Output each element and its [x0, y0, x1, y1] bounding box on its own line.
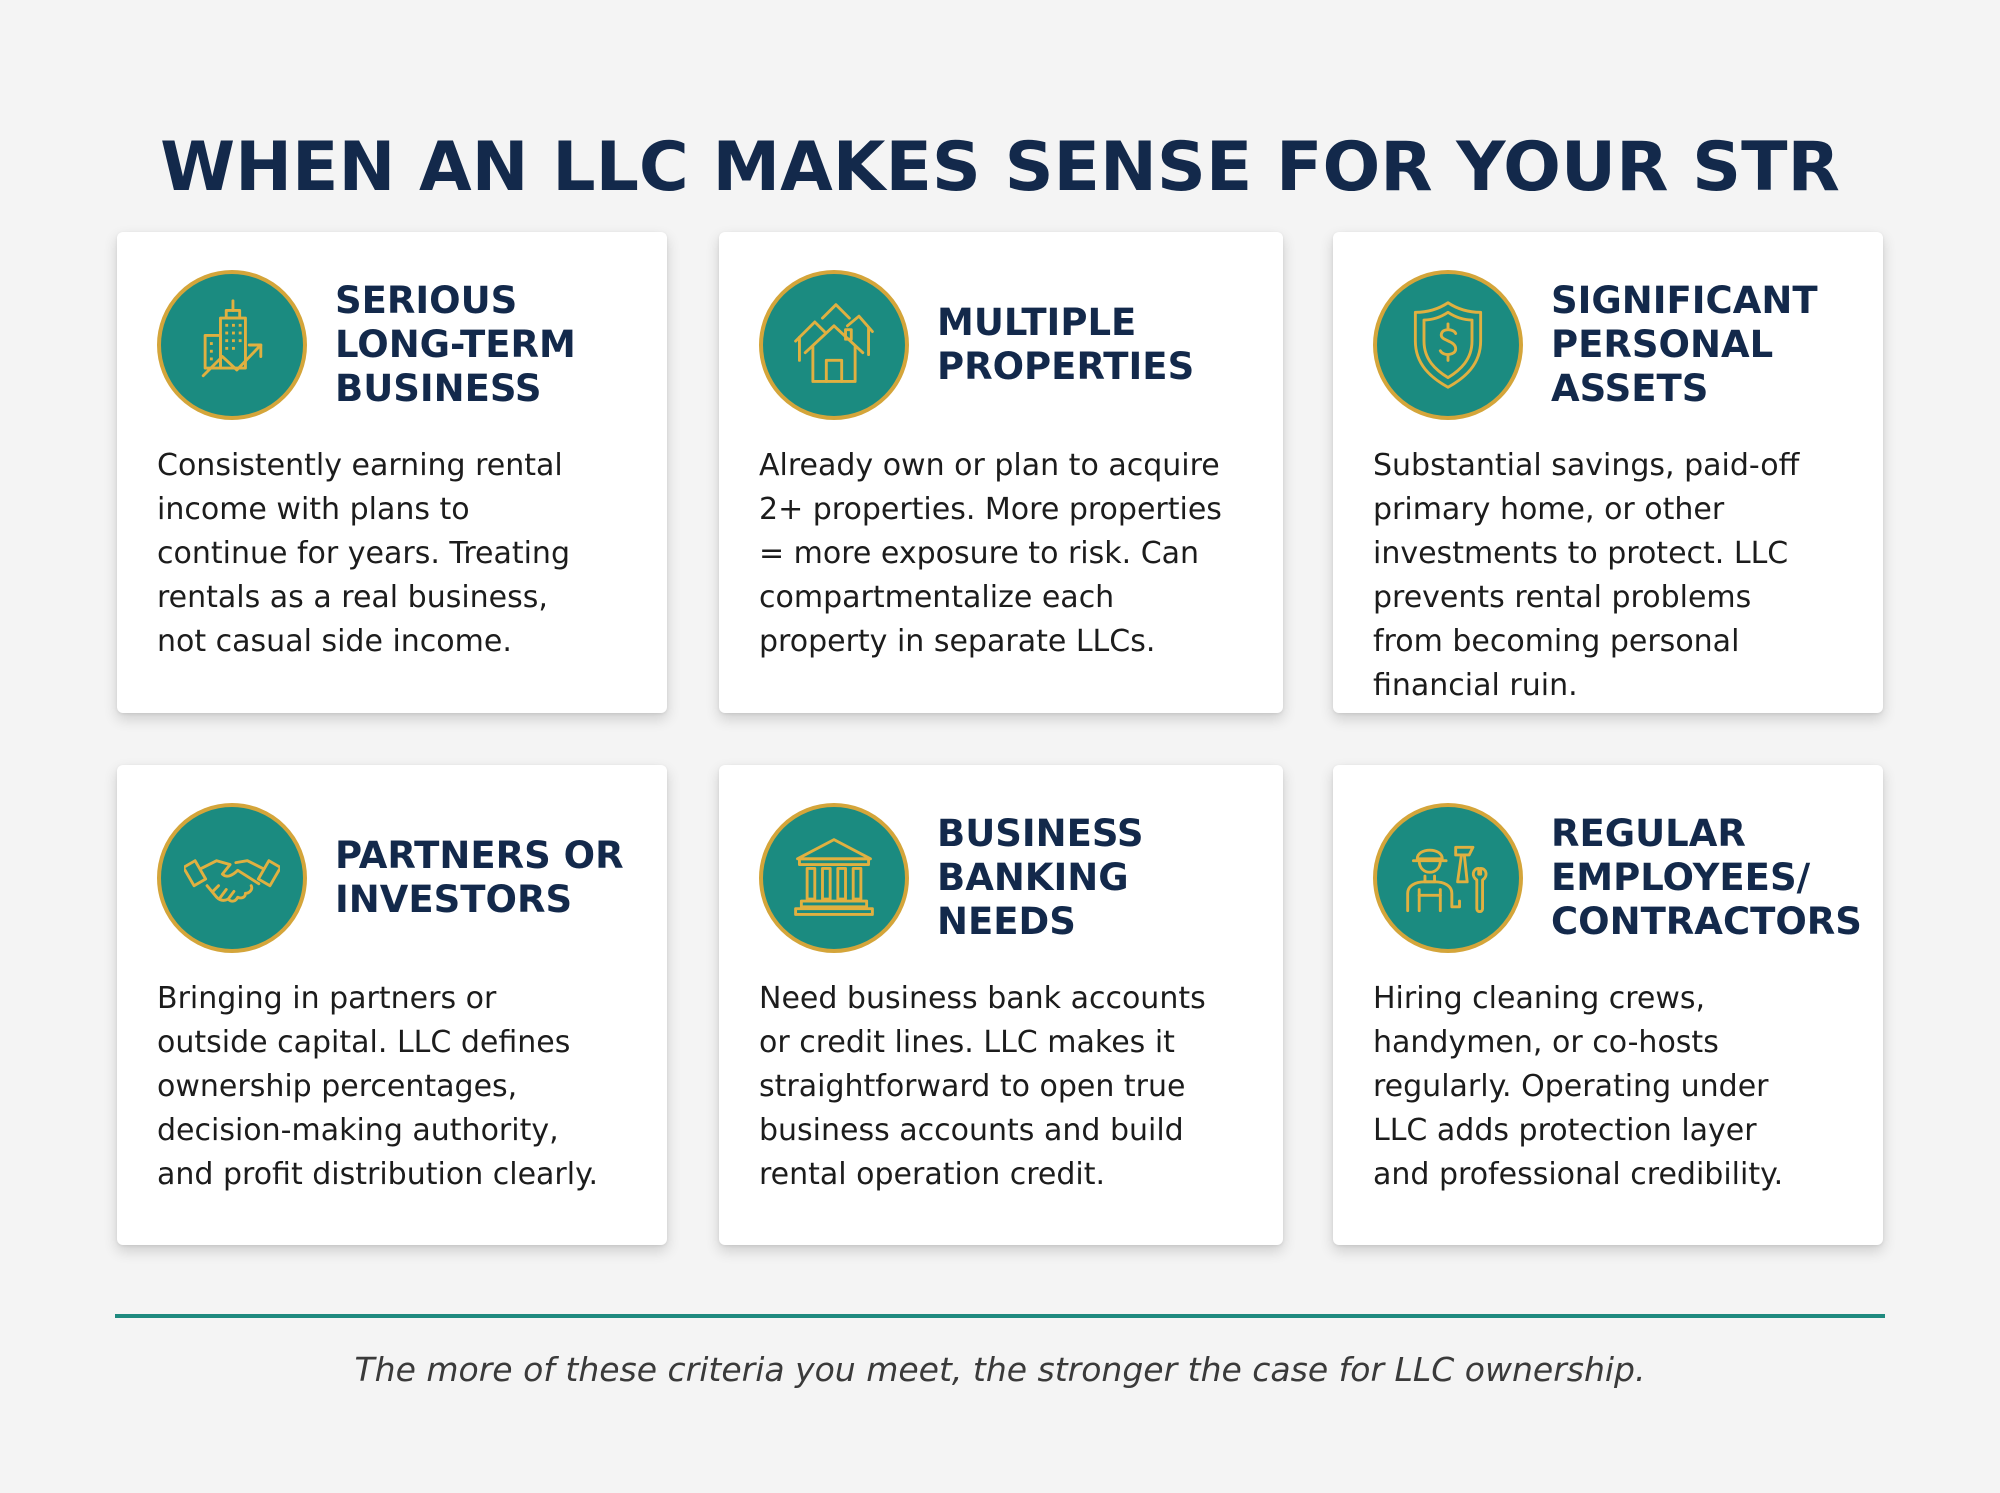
- card-description: Substantial savings, paid-off primary ho…: [1373, 448, 1800, 703]
- card-title: MULTIPLE PROPERTIES: [937, 301, 1195, 388]
- card-description: Already own or plan to acquire 2+ proper…: [759, 448, 1222, 659]
- criteria-card-multiple-properties: MULTIPLE PROPERTIES Already own or plan …: [719, 232, 1283, 713]
- page-title: WHEN AN LLC MAKES SENSE FOR YOUR STR: [160, 127, 1840, 207]
- criteria-card-personal-assets: SIGNIFICANT PERSONAL ASSETS Substantial …: [1333, 232, 1883, 713]
- worker-tools-icon: [1373, 803, 1523, 953]
- card-title: PARTNERS OR INVESTORS: [335, 834, 624, 921]
- card-description: Hiring cleaning crews, handymen, or co-h…: [1373, 981, 1784, 1192]
- card-description: Need business bank accounts or credit li…: [759, 981, 1206, 1192]
- criteria-card-business-banking: BUSINESS BANKING NEEDS Need business ban…: [719, 765, 1283, 1245]
- divider-line: [115, 1314, 1885, 1318]
- card-title: SIGNIFICANT PERSONAL ASSETS: [1551, 279, 1818, 410]
- criteria-card-partners-investors: PARTNERS OR INVESTORS Bringing in partne…: [117, 765, 667, 1245]
- card-description: Consistently earning rental income with …: [157, 448, 570, 659]
- multiple-houses-icon: [759, 270, 909, 420]
- card-title: SERIOUS LONG-TERM BUSINESS: [335, 279, 576, 410]
- footer-note: The more of these criteria you meet, the…: [354, 1350, 1646, 1389]
- card-title: REGULAR EMPLOYEES/ CONTRACTORS: [1551, 812, 1862, 943]
- criteria-card-long-term-business: SERIOUS LONG-TERM BUSINESS Consistently …: [117, 232, 667, 713]
- card-description: Bringing in partners or outside capital.…: [157, 981, 599, 1192]
- criteria-card-employees-contractors: REGULAR EMPLOYEES/ CONTRACTORS Hiring cl…: [1333, 765, 1883, 1245]
- card-title: BUSINESS BANKING NEEDS: [937, 812, 1144, 943]
- shield-dollar-icon: [1373, 270, 1523, 420]
- bank-icon: [759, 803, 909, 953]
- building-growth-icon: [157, 270, 307, 420]
- handshake-icon: [157, 803, 307, 953]
